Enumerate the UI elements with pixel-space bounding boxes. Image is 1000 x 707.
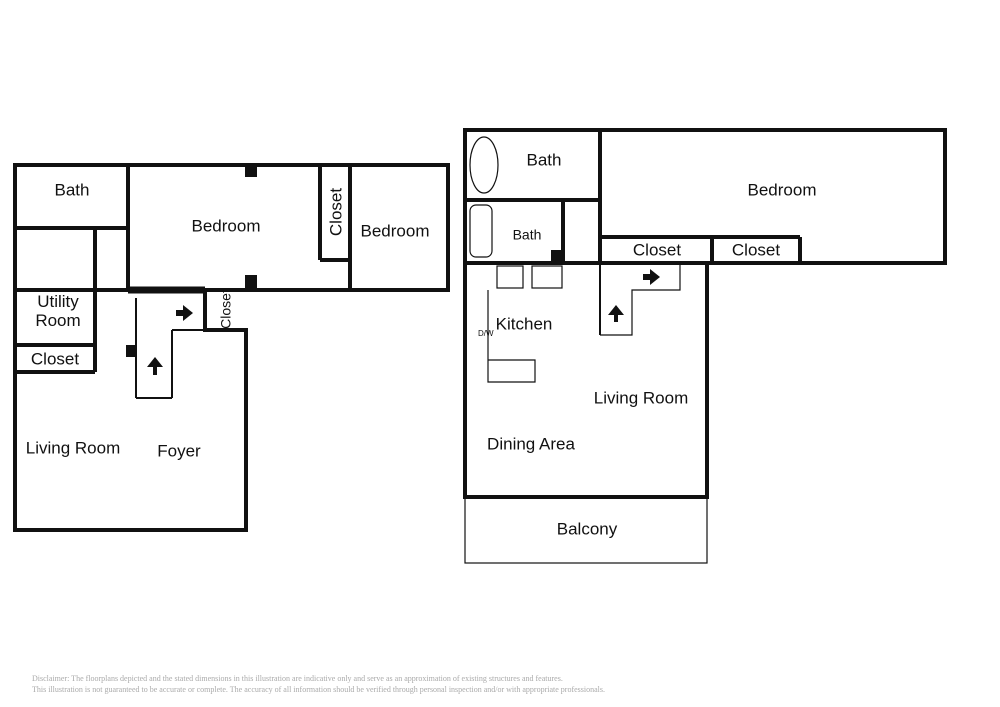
room-bath: Bath [54,180,90,200]
disclaimer: Disclaimer: The floorplans depicted and … [32,673,605,695]
floor2-stairs-arrows [551,250,660,322]
room-closet: Closet [632,240,682,260]
room-foyer: Foyer [157,441,201,461]
room-bedroom: Bedroom [360,221,430,241]
room-closet: Closet [731,240,781,260]
room-kitchen: Kitchen [495,314,553,334]
room-bedroom: Bedroom [747,180,817,200]
room-bedroom: Bedroom [191,216,261,236]
disclaimer-line: Disclaimer: The floorplans depicted and … [32,674,563,683]
floor2-details: D/W [464,136,708,564]
room-utility: Utility Room [35,292,81,330]
room-closet: Closet [217,289,234,329]
room-dining: Dining Area [487,434,575,454]
room-living: Living Room [593,388,689,408]
room-bath: Bath [512,226,542,243]
room-bath: Bath [526,150,562,170]
room-closet: Closet [30,349,80,369]
room-balcony: Balcony [556,519,618,539]
floor1-walls [13,163,450,532]
floor1-stairs-arrows [126,165,257,375]
svg-text:D/W: D/W [478,329,494,338]
room-living: Living Room [25,438,121,458]
room-closet: Closet [326,187,346,237]
disclaimer-line: This illustration is not guaranteed to b… [32,685,606,694]
